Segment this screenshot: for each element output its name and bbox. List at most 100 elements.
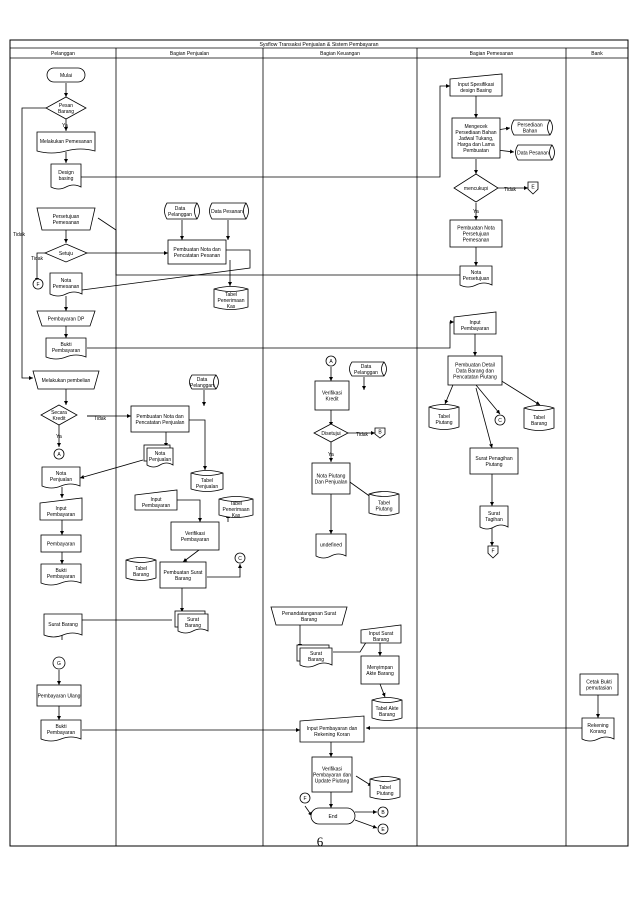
edge-detail-barang — [499, 379, 541, 406]
diagram-title: Sysflow Transaksi Penjualan & Sistem Pem… — [259, 42, 378, 48]
connector-b-keu — [374, 427, 386, 439]
connector-g-label: G — [57, 661, 61, 667]
tidak-setuju-label: Tidak — [31, 256, 44, 262]
connector-g — [52, 656, 66, 670]
connector-f-bottom — [299, 792, 311, 804]
tidak-left-label: Tidak — [13, 232, 26, 238]
secara-kredit-decision — [40, 404, 78, 426]
lane-header: Bagian Penjualan — [170, 51, 209, 57]
connector-b-end — [377, 806, 389, 818]
data-pelanggan-db-top — [164, 202, 200, 220]
mencukupi-decision-label: mencukupi — [464, 186, 488, 192]
connector-f-top-label: F — [36, 282, 39, 288]
pembayaran-dp-manual-label: Pembayaran DP — [48, 316, 85, 322]
tabel-penerimaan-kas-db-mid — [218, 496, 254, 518]
ya-kredit-label: Ya — [56, 434, 62, 440]
melakukan-pembelian-manual — [32, 370, 100, 390]
lane-header: Bagian Pemesanan — [470, 51, 514, 57]
nota-piutang-doc — [315, 533, 347, 559]
connector-c-right-label: C — [498, 418, 502, 424]
pembuatan-nota-persetujuan-process — [449, 219, 503, 248]
tabel-barang-db-right — [523, 405, 555, 431]
nota-penjualan-doc-mid — [143, 444, 174, 468]
connector-f-right-label: F — [491, 548, 494, 554]
surat-barang-doc-left — [43, 613, 83, 638]
surat-penagihan-process — [469, 447, 519, 475]
connector-c-right — [494, 414, 506, 426]
tabel-barang-db-mid — [125, 557, 157, 581]
tidak-disetujui-label: Tidak — [356, 432, 369, 438]
surat-barang-doc-keu — [296, 644, 333, 668]
connector-e-end — [377, 823, 389, 835]
connector-f-top — [32, 278, 44, 290]
connector-b-end-label: B — [381, 810, 385, 816]
pembayaran-ulang-process-label: Pembayaran Ulang — [38, 693, 81, 699]
nota-pemesanan-doc — [49, 272, 83, 297]
surat-barang-doc-mid — [174, 610, 209, 634]
data-pesanan-db-top — [209, 202, 249, 220]
edge-end-e — [354, 819, 378, 829]
edge-detail-c — [475, 384, 501, 415]
input-pembayaran-rekening-manual — [299, 715, 365, 743]
cetak-bukti-process — [579, 673, 619, 696]
ya-disetujui-label: Ya — [328, 452, 334, 458]
edge-penjualan-tabel — [185, 419, 207, 470]
edge-nota-persetujuan-left — [97, 217, 460, 276]
verifikasi-pembayaran-process — [170, 521, 220, 551]
menyimpan-arsip-process — [360, 655, 400, 685]
data-pesanan-db-right — [515, 144, 555, 161]
connector-a-keu-label: A — [329, 359, 333, 365]
melakukan-pembelian-manual-label: Melakukan pembelian — [42, 378, 91, 384]
page-number: 6 — [316, 834, 324, 849]
surat-barang-doc-left-label: Surat Barang — [48, 622, 78, 628]
edge-nota-pel-left — [79, 459, 144, 479]
pembayaran-dp-manual — [36, 310, 96, 327]
pembuatan-surat-barang-process — [159, 561, 207, 589]
input-pembayaran-manual-right — [453, 311, 497, 335]
melakukan-pemesanan-doc-label: Melakukan Pemesanan — [40, 139, 92, 145]
input-surat-barang-manual — [360, 624, 402, 644]
pembuatan-nota-penjualan-process — [130, 405, 190, 433]
mulai-terminator — [46, 67, 86, 83]
tidak-kredit-label: Tidak — [94, 416, 107, 422]
nota-persetujuan-doc — [459, 265, 493, 288]
edge-bukti-input — [87, 320, 454, 349]
end-terminator — [310, 807, 356, 825]
pembayaran-process-label: Pembayaran — [47, 541, 76, 547]
persediaan-bahan-db — [511, 119, 553, 136]
pembayaran-process — [40, 534, 82, 553]
nota-piutang-doc-label: undefined — [320, 542, 342, 548]
tabel-piutang-db-keu — [368, 491, 400, 516]
tabel-piutang-db-bottom — [369, 776, 401, 800]
tabel-penjualan-db — [190, 470, 224, 492]
connector-f-bottom-label: F — [303, 796, 306, 802]
connector-f-right — [487, 545, 499, 559]
connector-e-end-label: E — [381, 827, 385, 833]
connector-a-left-label: A — [57, 452, 61, 458]
connector-e-right-label: E — [531, 184, 535, 190]
setuju-decision — [43, 243, 89, 263]
